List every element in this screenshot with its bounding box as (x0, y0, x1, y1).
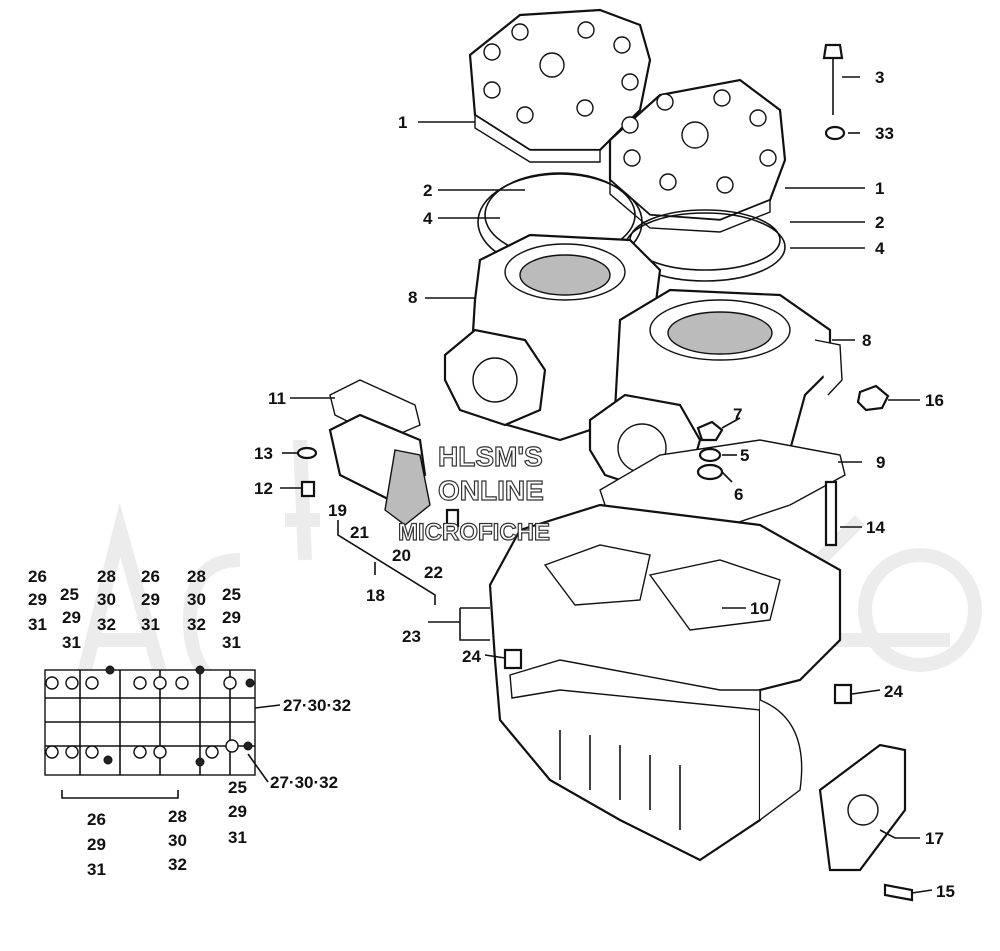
stud-14 (824, 480, 838, 547)
reed-valve-assembly (328, 379, 431, 526)
callout-14: 14 (866, 518, 885, 537)
dowel-24a (503, 648, 523, 670)
watermark-line1: HLSM'S (438, 441, 543, 472)
inset-30c: 30 (168, 831, 187, 850)
inset-31e: 31 (87, 860, 106, 879)
inset-25b: 25 (222, 585, 241, 604)
inset-26b: 26 (141, 567, 160, 586)
hlsm-watermark: HLSM'S ONLINE MICROFICHE (397, 440, 550, 546)
inset-29c: 29 (141, 590, 160, 609)
callout-7: 7 (733, 405, 742, 424)
washer-13 (296, 446, 318, 460)
inset-31f: 31 (228, 828, 247, 847)
callout-17: 17 (925, 829, 944, 848)
inset-25c: 25 (228, 778, 247, 797)
callout-13: 13 (254, 444, 273, 463)
background-logo (73, 439, 982, 697)
callout-19: 19 (328, 501, 347, 520)
inset-28b: 28 (187, 567, 206, 586)
nut-7 (696, 420, 724, 442)
callout-2-front: 2 (875, 213, 884, 232)
inset-31c: 31 (141, 615, 160, 634)
washer-33 (824, 125, 846, 141)
callout-22: 22 (424, 563, 443, 582)
inset-26c: 26 (87, 810, 106, 829)
callout-24-left: 24 (462, 647, 481, 666)
watermark-line3: MICROFICHE (398, 519, 550, 546)
callout-8-rear: 8 (408, 288, 417, 307)
cylinder-head-rear (468, 8, 652, 163)
head-bolt-holes-front (621, 89, 777, 194)
screw-12 (300, 480, 316, 498)
inset-26a: 26 (28, 567, 47, 586)
inset-29a: 29 (28, 590, 47, 609)
washer-6 (696, 463, 724, 481)
head-bolt (822, 43, 844, 115)
inset-27-30-32-top: 27·30·32 (283, 696, 351, 715)
screw-22 (445, 508, 460, 528)
inset-32b: 32 (187, 615, 206, 634)
callout-33: 33 (875, 124, 894, 143)
callout-16: 16 (925, 391, 944, 410)
callout-1-rear: 1 (398, 113, 407, 132)
callout-15: 15 (936, 882, 955, 901)
callout-8-front: 8 (862, 331, 871, 350)
bolt-pattern-inset (44, 665, 256, 776)
callout-18: 18 (366, 586, 385, 605)
callout-labels: 1 1 2 2 3 33 4 4 5 6 7 8 8 9 10 11 12 13… (28, 68, 955, 901)
crankcase (488, 503, 842, 862)
callout-11: 11 (268, 389, 286, 408)
callout-4-rear: 4 (423, 209, 433, 228)
watermark-line2: ONLINE (438, 475, 544, 506)
dowel-24b (833, 683, 853, 705)
callout-9: 9 (876, 453, 885, 472)
screw-15 (883, 883, 914, 902)
cover-plate (818, 743, 907, 872)
inset-28a: 28 (97, 567, 116, 586)
head-bolt-holes (483, 21, 639, 124)
inset-28c: 28 (168, 807, 187, 826)
inset-30a: 30 (97, 590, 116, 609)
inset-25a: 25 (60, 585, 79, 604)
callout-4-front: 4 (875, 239, 885, 258)
callout-10: 10 (750, 599, 769, 618)
callout-23: 23 (402, 627, 421, 646)
inset-29d: 29 (222, 608, 241, 627)
callout-21: 21 (350, 523, 369, 542)
inset-32a: 32 (97, 615, 116, 634)
inset-30b: 30 (187, 590, 206, 609)
callout-1-front: 1 (875, 179, 884, 198)
callout-20: 20 (392, 546, 411, 565)
inset-31b: 31 (62, 633, 81, 652)
callout-12: 12 (254, 479, 273, 498)
callout-3: 3 (875, 68, 884, 87)
washer-5 (698, 447, 722, 463)
inset-31d: 31 (222, 633, 241, 652)
inset-32c: 32 (168, 855, 187, 874)
inset-29e: 29 (87, 835, 106, 854)
inset-29f: 29 (228, 802, 247, 821)
callout-6: 6 (734, 485, 743, 504)
inset-31a: 31 (28, 615, 47, 634)
callout-24-right: 24 (884, 682, 903, 701)
leader-lines (61, 76, 933, 894)
inset-bolt-holes (45, 676, 239, 759)
cylinder-rear (443, 233, 662, 442)
nut-16 (856, 384, 890, 412)
callout-5: 5 (740, 446, 749, 465)
inset-27-30-32-bottom: 27·30·32 (270, 773, 338, 792)
callout-2-rear: 2 (423, 181, 432, 200)
inset-29b: 29 (62, 608, 81, 627)
